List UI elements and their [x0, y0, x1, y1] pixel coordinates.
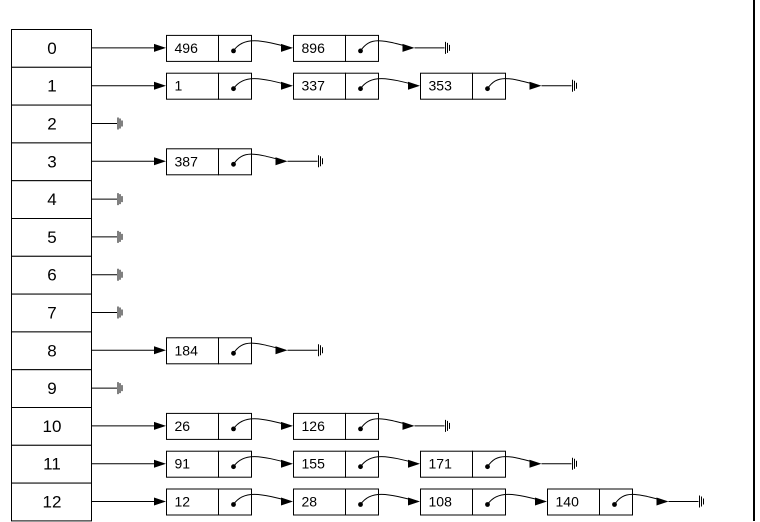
- node-value: 496: [175, 40, 199, 56]
- node-value-box: [293, 72, 346, 100]
- arrow-head-icon: [656, 497, 669, 506]
- node-value-box: [293, 412, 346, 440]
- node-value: 353: [429, 78, 453, 94]
- arrow-head-icon: [535, 497, 547, 506]
- node-value-box: [547, 488, 600, 516]
- null-terminator-icon: [117, 230, 123, 243]
- null-terminator-icon: [318, 155, 323, 168]
- bucket-index-label: 8: [47, 341, 56, 360]
- bucket-index-label: 4: [47, 190, 56, 209]
- arrow-head-icon: [154, 81, 166, 90]
- null-terminator-icon: [699, 495, 704, 508]
- node-value-box: [166, 148, 219, 176]
- null-terminator-icon: [445, 419, 450, 432]
- node-value-box: [293, 34, 346, 62]
- arrow-head-icon: [275, 157, 288, 166]
- arrow-head-icon: [281, 421, 293, 430]
- node-value-box: [166, 72, 219, 100]
- arrow-head-icon: [154, 43, 166, 52]
- null-terminator-icon: [117, 306, 123, 319]
- arrow-head-icon: [408, 497, 420, 506]
- null-terminator-icon: [117, 268, 123, 281]
- bucket-cell: [11, 407, 92, 446]
- arrow-head-icon: [281, 497, 293, 506]
- arrow-head-icon: [275, 346, 288, 355]
- node-value: 28: [302, 494, 318, 510]
- node-value-box: [420, 488, 473, 516]
- bucket-cell: [11, 104, 92, 144]
- arrow-head-icon: [154, 346, 166, 355]
- node-value: 155: [302, 456, 326, 472]
- bucket-index-label: 10: [43, 417, 62, 436]
- bucket-cell: [11, 369, 92, 409]
- node-value: 126: [302, 418, 326, 434]
- node-value-box: [293, 488, 346, 516]
- node-value: 337: [302, 78, 326, 94]
- bucket-cell: [11, 255, 92, 295]
- node-value-box: [420, 72, 473, 100]
- null-terminator-icon: [572, 79, 577, 92]
- bucket-index-label: 9: [47, 379, 56, 398]
- arrow-head-icon: [154, 157, 166, 166]
- arrow-head-icon: [408, 459, 420, 468]
- node-value: 140: [556, 494, 580, 510]
- node-value: 12: [175, 494, 191, 510]
- bucket-index-label: 6: [47, 266, 56, 285]
- arrow-head-icon: [408, 81, 420, 90]
- bucket-index-label: 7: [47, 304, 56, 323]
- node-value-box: [166, 412, 219, 440]
- node-value: 26: [175, 418, 191, 434]
- node-value: 171: [429, 456, 453, 472]
- bucket-index-label: 1: [47, 77, 56, 96]
- node-value: 896: [302, 40, 326, 56]
- bucket-index-label: 5: [47, 228, 56, 247]
- node-value: 91: [175, 456, 191, 472]
- node-value: 108: [429, 494, 453, 510]
- arrow-head-icon: [154, 497, 166, 506]
- arrow-head-icon: [154, 459, 166, 468]
- arrow-head-icon: [281, 81, 293, 90]
- bucket-index-label: 0: [47, 39, 56, 58]
- arrow-head-icon: [281, 43, 293, 52]
- bucket-cell: [11, 218, 92, 257]
- arrow-head-icon: [402, 421, 415, 430]
- null-terminator-icon: [572, 457, 577, 470]
- arrow-head-icon: [529, 81, 542, 90]
- null-terminator-icon: [445, 41, 450, 54]
- node-value-box: [420, 450, 473, 478]
- node-value-box: [166, 34, 219, 62]
- bucket-index-label: 3: [47, 152, 56, 171]
- arrow-head-icon: [402, 43, 415, 52]
- null-terminator-icon: [117, 117, 123, 130]
- arrow-head-icon: [529, 459, 542, 468]
- null-terminator-icon: [117, 193, 123, 206]
- bucket-index-label: 12: [43, 493, 62, 512]
- bucket-index-label: 2: [47, 115, 56, 134]
- node-value-box: [293, 450, 346, 478]
- arrow-head-icon: [281, 459, 293, 468]
- node-value-box: [166, 337, 219, 365]
- node-value: 387: [175, 153, 199, 169]
- node-value: 184: [175, 342, 199, 358]
- node-value: 1: [175, 78, 183, 94]
- arrow-head-icon: [154, 421, 166, 430]
- null-terminator-icon: [117, 382, 123, 395]
- null-terminator-icon: [318, 344, 323, 357]
- bucket-index-label: 11: [43, 455, 61, 474]
- node-value-box: [166, 450, 219, 478]
